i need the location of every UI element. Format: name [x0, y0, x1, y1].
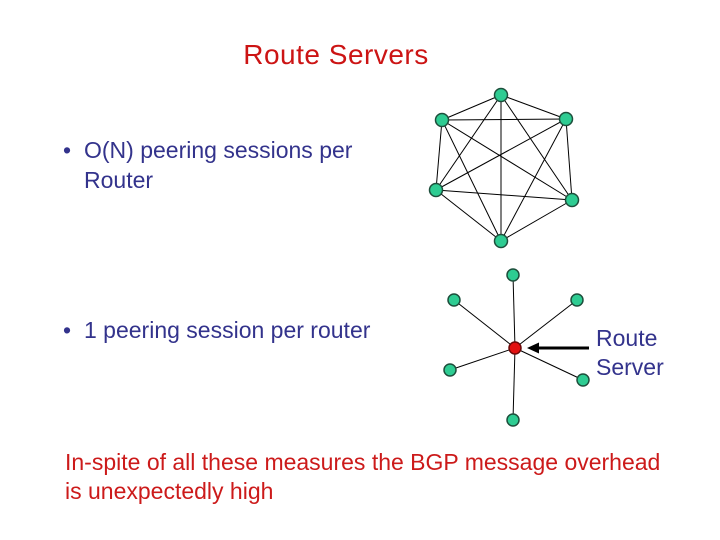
peering-link [441, 119, 573, 201]
router-node [434, 112, 450, 128]
peering-link [435, 189, 502, 242]
router-node [570, 293, 584, 307]
peering-link [441, 118, 567, 121]
router-node [576, 373, 590, 387]
bullet-glyph: • [63, 317, 72, 343]
bullet-item-2: • 1 peering session per router [63, 315, 483, 345]
footer-line1: In-spite of all these measures the BGP m… [65, 449, 661, 475]
full-mesh-diagram [428, 87, 580, 249]
router-node [558, 111, 574, 127]
route-server-label-line2: Server [596, 354, 664, 380]
router-node [447, 293, 461, 307]
peering-link [500, 94, 573, 201]
peering-link [435, 189, 573, 201]
router-node [493, 87, 509, 103]
footer-note: In-spite of all these measures the BGP m… [65, 448, 720, 506]
slide-title: Route Servers [243, 39, 429, 70]
peering-link [449, 347, 516, 371]
peering-link [435, 94, 502, 191]
peering-link [514, 347, 584, 381]
peering-link [500, 199, 573, 242]
peering-link [435, 119, 443, 191]
peering-link [565, 118, 573, 201]
peering-link [512, 274, 516, 349]
router-node [428, 182, 444, 198]
bullet-item-1: • O(N) peering sessions per Router [63, 135, 393, 195]
bullet-glyph: • [63, 137, 72, 163]
bullet-text-1: O(N) peering sessions per Router [84, 137, 353, 193]
bullet-text-2: 1 peering session per router [84, 317, 371, 343]
route-server-node [508, 341, 522, 355]
router-node [443, 363, 457, 377]
peering-link [500, 94, 567, 120]
peering-link [441, 119, 502, 242]
star-diagram [443, 268, 590, 427]
arrow-head [527, 342, 539, 354]
router-node [506, 413, 520, 427]
router-node [506, 268, 520, 282]
footer-line2: is unexpectedly high [65, 478, 274, 504]
router-node [493, 233, 509, 249]
peering-link [435, 118, 567, 191]
peering-link [500, 118, 567, 242]
route-server-arrow [527, 342, 589, 354]
route-server-label-line1: Route [596, 325, 658, 351]
router-node [564, 192, 580, 208]
peering-link [441, 94, 502, 121]
route-server-label: Route Server [596, 324, 664, 382]
peering-link [514, 299, 578, 349]
peering-link [512, 347, 516, 421]
